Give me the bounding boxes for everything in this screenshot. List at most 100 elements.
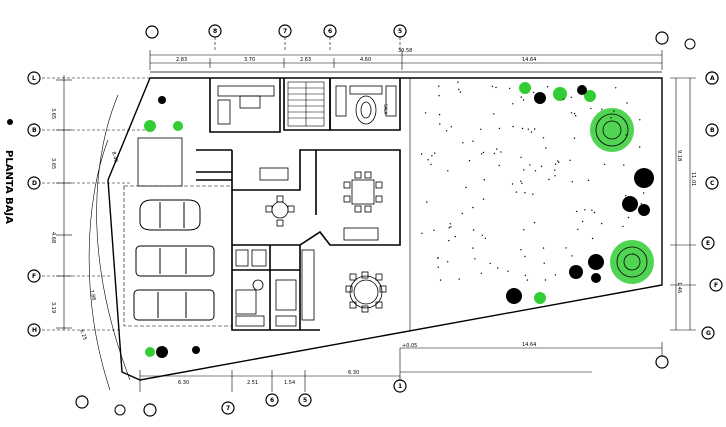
dim-left-1: 3.65 xyxy=(50,108,56,119)
stipple-dot xyxy=(483,179,485,181)
stipple-dot xyxy=(529,164,531,166)
stipple-dot xyxy=(472,140,474,142)
grid-bubble-left-B: B xyxy=(27,123,41,137)
level-mark: +0.05 xyxy=(402,343,417,349)
dim-diag-2: 7.88 xyxy=(88,289,97,301)
grid-bubble-left-F: F xyxy=(27,269,41,283)
stipple-dot xyxy=(542,137,545,139)
stipple-dot xyxy=(546,86,549,88)
stipple-dot xyxy=(575,115,577,117)
stipple-dot xyxy=(575,210,578,213)
stipple-dot xyxy=(458,278,460,280)
stipple-dot xyxy=(591,237,594,240)
stipple-dot xyxy=(465,186,467,189)
dim-right-3: 1.46 xyxy=(676,282,682,293)
stipple-dot xyxy=(615,87,617,89)
stipple-dot xyxy=(426,201,428,203)
grid-bubble-bottom-1: 1 xyxy=(393,379,407,393)
stipple-dot xyxy=(534,170,537,172)
stipple-dot xyxy=(521,127,524,130)
stipple-dot xyxy=(631,205,633,207)
stipple-dot xyxy=(545,147,547,149)
stipple-dot xyxy=(480,128,482,130)
stipple-dot xyxy=(493,152,496,155)
car-bottom xyxy=(133,289,215,321)
stipple-dot xyxy=(577,228,579,231)
stipple-dot xyxy=(542,247,545,249)
stipple-dot xyxy=(448,239,450,242)
svg-text:B: B xyxy=(32,127,37,134)
stipple-dot xyxy=(474,258,476,260)
stipple-dot xyxy=(520,180,522,182)
stipple-dot xyxy=(587,179,590,182)
stipple-dot xyxy=(554,163,557,165)
svg-text:G: G xyxy=(706,330,711,337)
room-label-sala: SALA xyxy=(383,104,388,115)
stipple-dot xyxy=(438,95,440,97)
stipple-dot xyxy=(493,113,495,115)
svg-text:5: 5 xyxy=(398,28,402,35)
stipple-dot xyxy=(438,85,440,87)
stipple-dot xyxy=(543,262,545,264)
dim-top-3: 2.63 xyxy=(300,57,311,63)
svg-text:B: B xyxy=(710,127,715,134)
dim-top-1: 2.83 xyxy=(176,57,187,63)
counter xyxy=(259,167,379,241)
stipple-dot xyxy=(593,211,596,214)
grid-bubble-top-6: 6 xyxy=(323,24,337,38)
stipple-dot xyxy=(520,156,522,159)
grid-bubble-bottom-6: 6 xyxy=(265,393,279,407)
stipple-dot xyxy=(430,163,432,166)
stipple-dot xyxy=(472,229,475,231)
stipple-dot xyxy=(533,221,536,224)
right-dimension-chain xyxy=(670,77,696,331)
svg-text:F: F xyxy=(32,273,36,280)
dim-top-5: 14.64 xyxy=(522,57,536,63)
stipple-dot xyxy=(431,155,433,157)
stipple-dot xyxy=(603,163,606,166)
stipple-dot xyxy=(522,99,525,101)
dim-left-2: 3.65 xyxy=(50,158,56,169)
grid-bubble-top-8: 8 xyxy=(208,24,222,38)
svg-text:6: 6 xyxy=(270,397,274,404)
stipple-dot xyxy=(544,279,547,281)
dim-top-2: 3.70 xyxy=(244,57,255,63)
grid-bubble-bottom-5: 5 xyxy=(298,393,312,407)
stipple-dot xyxy=(565,247,567,249)
grid-bubble-right-A: A xyxy=(705,71,719,85)
dim-bottom-3: 1.54 xyxy=(284,380,295,386)
stipple-dot xyxy=(558,161,560,163)
kitchen-fixtures xyxy=(235,249,315,327)
diagonal-dimensions xyxy=(88,94,131,391)
stipple-dot xyxy=(639,146,641,148)
stipple-dot xyxy=(450,226,452,228)
stipple-dot xyxy=(500,151,502,153)
office-furniture xyxy=(217,85,275,125)
car-middle xyxy=(135,245,215,277)
stipple-dot xyxy=(480,272,482,274)
stipple-dot xyxy=(532,193,534,195)
stipple-dot xyxy=(581,220,584,223)
stipple-dot xyxy=(482,198,485,200)
dim-bottom-2: 2.51 xyxy=(247,380,258,386)
stipple-dot xyxy=(496,148,498,150)
left-dimension-chain xyxy=(42,75,150,331)
stipple-dot xyxy=(643,192,645,194)
stipple-dot xyxy=(433,229,435,231)
stipple-dot xyxy=(569,159,571,161)
svg-text:D: D xyxy=(32,180,37,187)
stipple-dot xyxy=(495,86,497,89)
stipple-dot xyxy=(626,102,628,104)
stipple-dot xyxy=(523,169,525,171)
stipple-dot xyxy=(573,112,576,115)
grid-bubble-right-G: G xyxy=(701,326,715,340)
svg-text:L: L xyxy=(32,75,36,82)
stipple-dot xyxy=(540,165,543,167)
svg-text:C: C xyxy=(710,180,715,187)
svg-text:6: 6 xyxy=(328,28,332,35)
stipple-dot xyxy=(420,153,423,155)
stipple-dot xyxy=(445,130,448,132)
stipple-dot xyxy=(526,279,529,281)
stipple-dot xyxy=(640,184,642,186)
